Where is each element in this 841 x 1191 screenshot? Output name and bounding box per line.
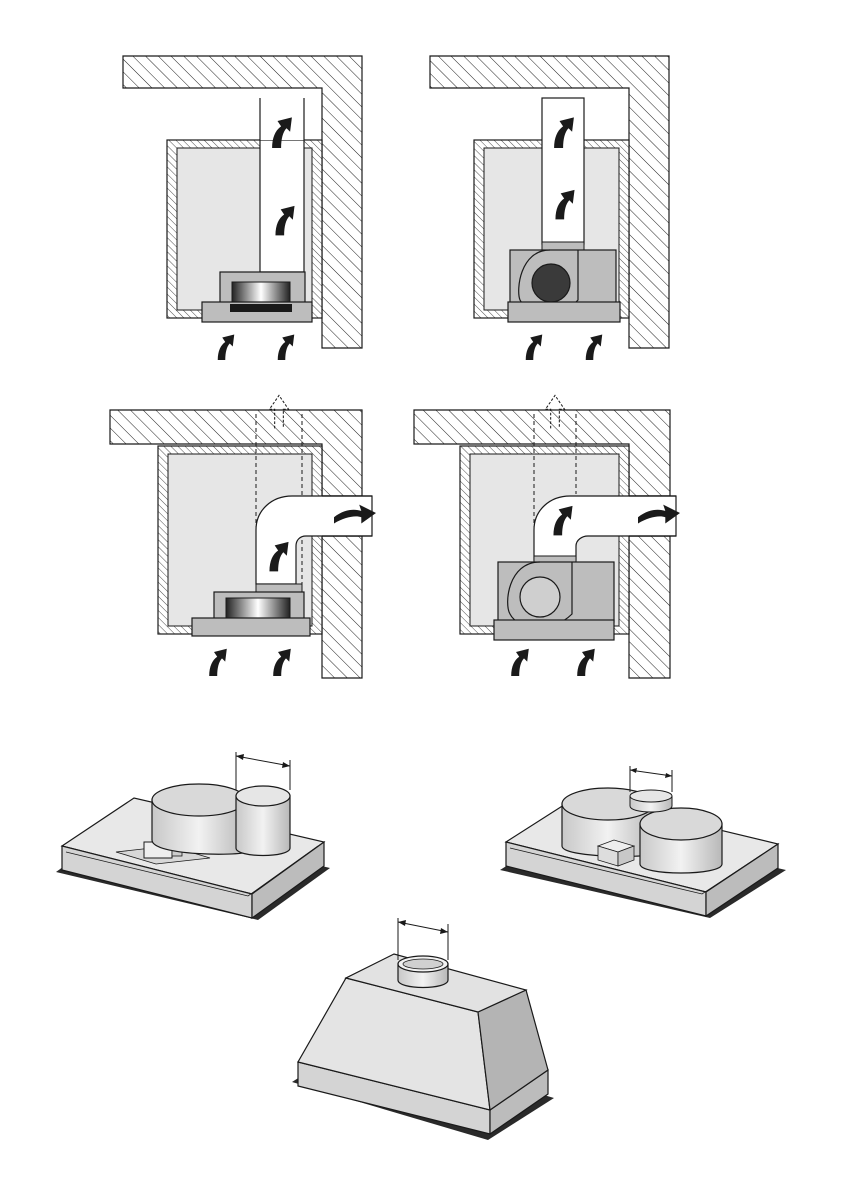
hood-base xyxy=(508,302,620,322)
fan-wheel xyxy=(226,598,290,618)
hood-base xyxy=(494,620,614,640)
motor xyxy=(532,264,570,302)
arrow-intake-right xyxy=(586,335,603,361)
diameter-dimension xyxy=(398,922,448,932)
arrow-intake-left xyxy=(218,335,235,361)
fan-wheel xyxy=(232,282,290,302)
vertical-duct xyxy=(542,98,584,244)
product-hood-twin-cylinder-right xyxy=(500,766,786,918)
hood-base xyxy=(192,618,310,636)
vertical-duct xyxy=(260,140,304,272)
product-hood-twin-cylinder-left xyxy=(56,752,330,920)
arrow-intake-left xyxy=(511,649,529,676)
arrow-intake-right xyxy=(278,335,295,361)
diagram-vertical-flat-blower xyxy=(123,56,362,360)
diagram-horizontal-box-blower xyxy=(414,395,680,678)
arrow-intake-left xyxy=(526,335,543,361)
diagram-vertical-box-blower xyxy=(430,56,669,360)
motor xyxy=(520,577,560,617)
diameter-dimension xyxy=(236,756,290,766)
diagram-horizontal-flat-blower xyxy=(110,395,376,678)
product-hood-trapezoid xyxy=(292,918,554,1140)
arrow-intake-right xyxy=(273,649,291,676)
arrow-intake-left xyxy=(209,649,227,676)
arrow-intake-right xyxy=(577,649,595,676)
